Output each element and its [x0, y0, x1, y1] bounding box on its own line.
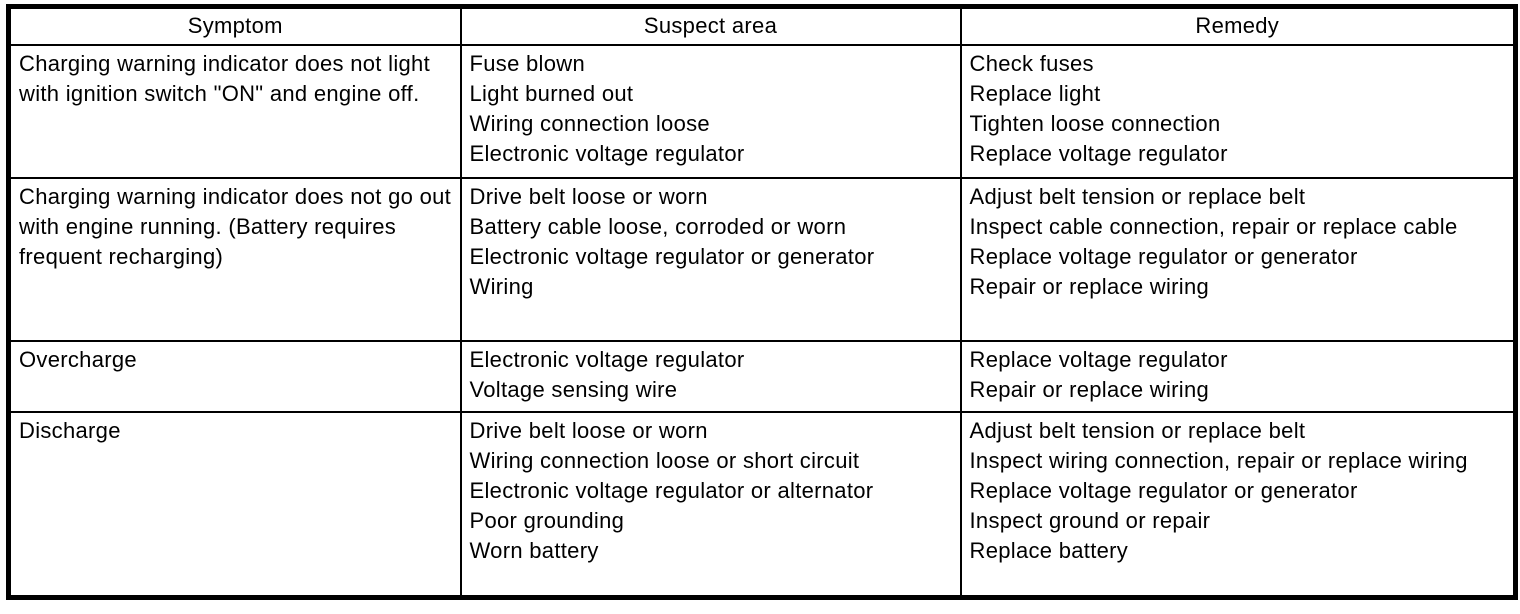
remedy-item: Check fuses: [969, 50, 1094, 76]
suspect-area-item: Electronic voltage regulator or generato…: [469, 243, 875, 269]
remedy-item: Replace voltage regulator or generator: [969, 243, 1358, 269]
symptom-text: Charging warning indicator does not go o…: [19, 183, 452, 269]
suspect-area-item: Electronic voltage regulator: [469, 346, 745, 372]
table-row: Charging warning indicator does not ligh…: [7, 43, 1517, 179]
suspect-area-item: Poor grounding: [469, 507, 625, 533]
symptom-text: Overcharge: [19, 346, 137, 372]
symptom-cell: Overcharge: [7, 339, 462, 413]
symptom-cell: Discharge: [7, 410, 462, 599]
remedy-item: Inspect ground or repair: [969, 507, 1211, 533]
suspect-area-item: Wiring: [469, 273, 534, 299]
remedy-item: Tighten loose connection: [969, 110, 1221, 136]
remedy-item: Replace voltage regulator or generator: [969, 477, 1358, 503]
suspect-area-item: Fuse blown: [469, 50, 586, 76]
suspect-area-item: Voltage sensing wire: [469, 376, 678, 402]
table-body: Charging warning indicator does not ligh…: [7, 43, 1517, 599]
suspect-area-item: Battery cable loose, corroded or worn: [469, 213, 847, 239]
symptom-text: Charging warning indicator does not ligh…: [19, 50, 430, 106]
suspect-area-item: Light burned out: [469, 80, 634, 106]
remedy-item: Replace voltage regulator: [969, 140, 1228, 166]
column-header-remedy: Remedy: [959, 5, 1517, 46]
column-header-suspect-area: Suspect area: [459, 5, 962, 46]
suspect-area-item: Drive belt loose or worn: [469, 417, 708, 443]
remedy-item: Replace light: [969, 80, 1101, 106]
suspect-area-item: Worn battery: [469, 537, 599, 563]
column-header-symptom: Symptom: [7, 5, 462, 46]
symptom-cell: Charging warning indicator does not ligh…: [7, 43, 462, 179]
table-row: Charging warning indicator does not go o…: [7, 176, 1517, 342]
remedy-item: Adjust belt tension or replace belt: [969, 417, 1306, 443]
symptom-cell: Charging warning indicator does not go o…: [7, 176, 462, 342]
remedy-item: Repair or replace wiring: [969, 273, 1210, 299]
table-header-row: Symptom Suspect area Remedy: [7, 5, 1517, 46]
remedy-item: Repair or replace wiring: [969, 376, 1210, 402]
suspect-area-item: Wiring connection loose: [469, 110, 710, 136]
remedy-item: Adjust belt tension or replace belt: [969, 183, 1306, 209]
remedy-item: Replace voltage regulator: [969, 346, 1228, 372]
suspect-area-item: Electronic voltage regulator: [469, 140, 745, 166]
symptom-text: Discharge: [19, 417, 121, 443]
remedy-item: Replace battery: [969, 537, 1129, 563]
troubleshooting-table: Symptom Suspect area Remedy Charging war…: [6, 4, 1518, 600]
suspect-area-item: Drive belt loose or worn: [469, 183, 708, 209]
remedy-item: Inspect wiring connection, repair or rep…: [969, 447, 1468, 473]
suspect-area-item: Electronic voltage regulator or alternat…: [469, 477, 874, 503]
suspect-area-item: Wiring connection loose or short circuit: [469, 447, 860, 473]
remedy-item: Inspect cable connection, repair or repl…: [969, 213, 1458, 239]
